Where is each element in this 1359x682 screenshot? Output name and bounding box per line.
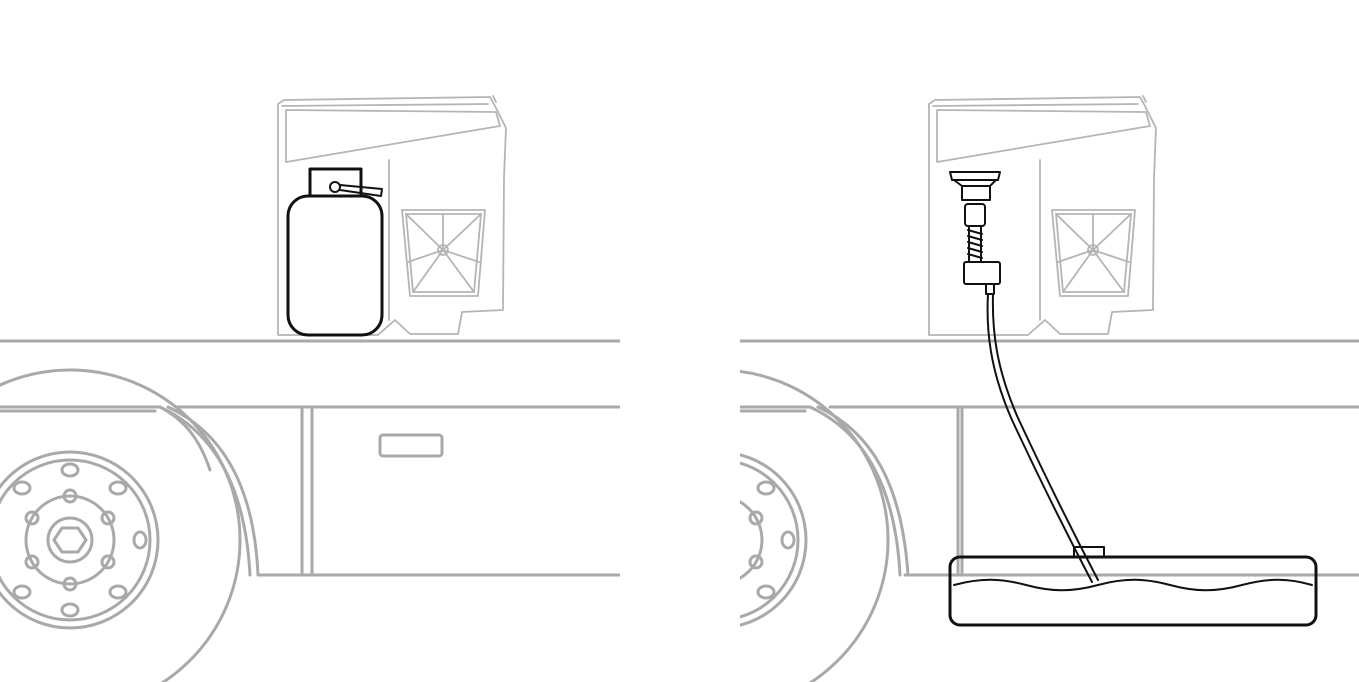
gas-bottle-icon	[286, 167, 384, 337]
right-panel-tank-setup	[740, 0, 1359, 682]
fridge-box-icon	[928, 95, 1157, 336]
underfloor-tank-icon	[948, 546, 1318, 627]
vehicle-body	[0, 405, 620, 577]
vehicle-wheel-icon	[0, 368, 242, 682]
vehicle-wheel-icon	[740, 369, 890, 682]
bottle-setup-illustration	[0, 95, 620, 682]
fridge-box-icon	[277, 95, 507, 336]
tank-setup-illustration	[740, 95, 1359, 682]
gas-hose-icon	[986, 293, 1099, 583]
left-panel-bottle-setup	[0, 0, 620, 682]
locker-door-icon	[378, 433, 444, 458]
vehicle-body	[740, 405, 1359, 577]
regulator-icon	[949, 171, 1001, 295]
